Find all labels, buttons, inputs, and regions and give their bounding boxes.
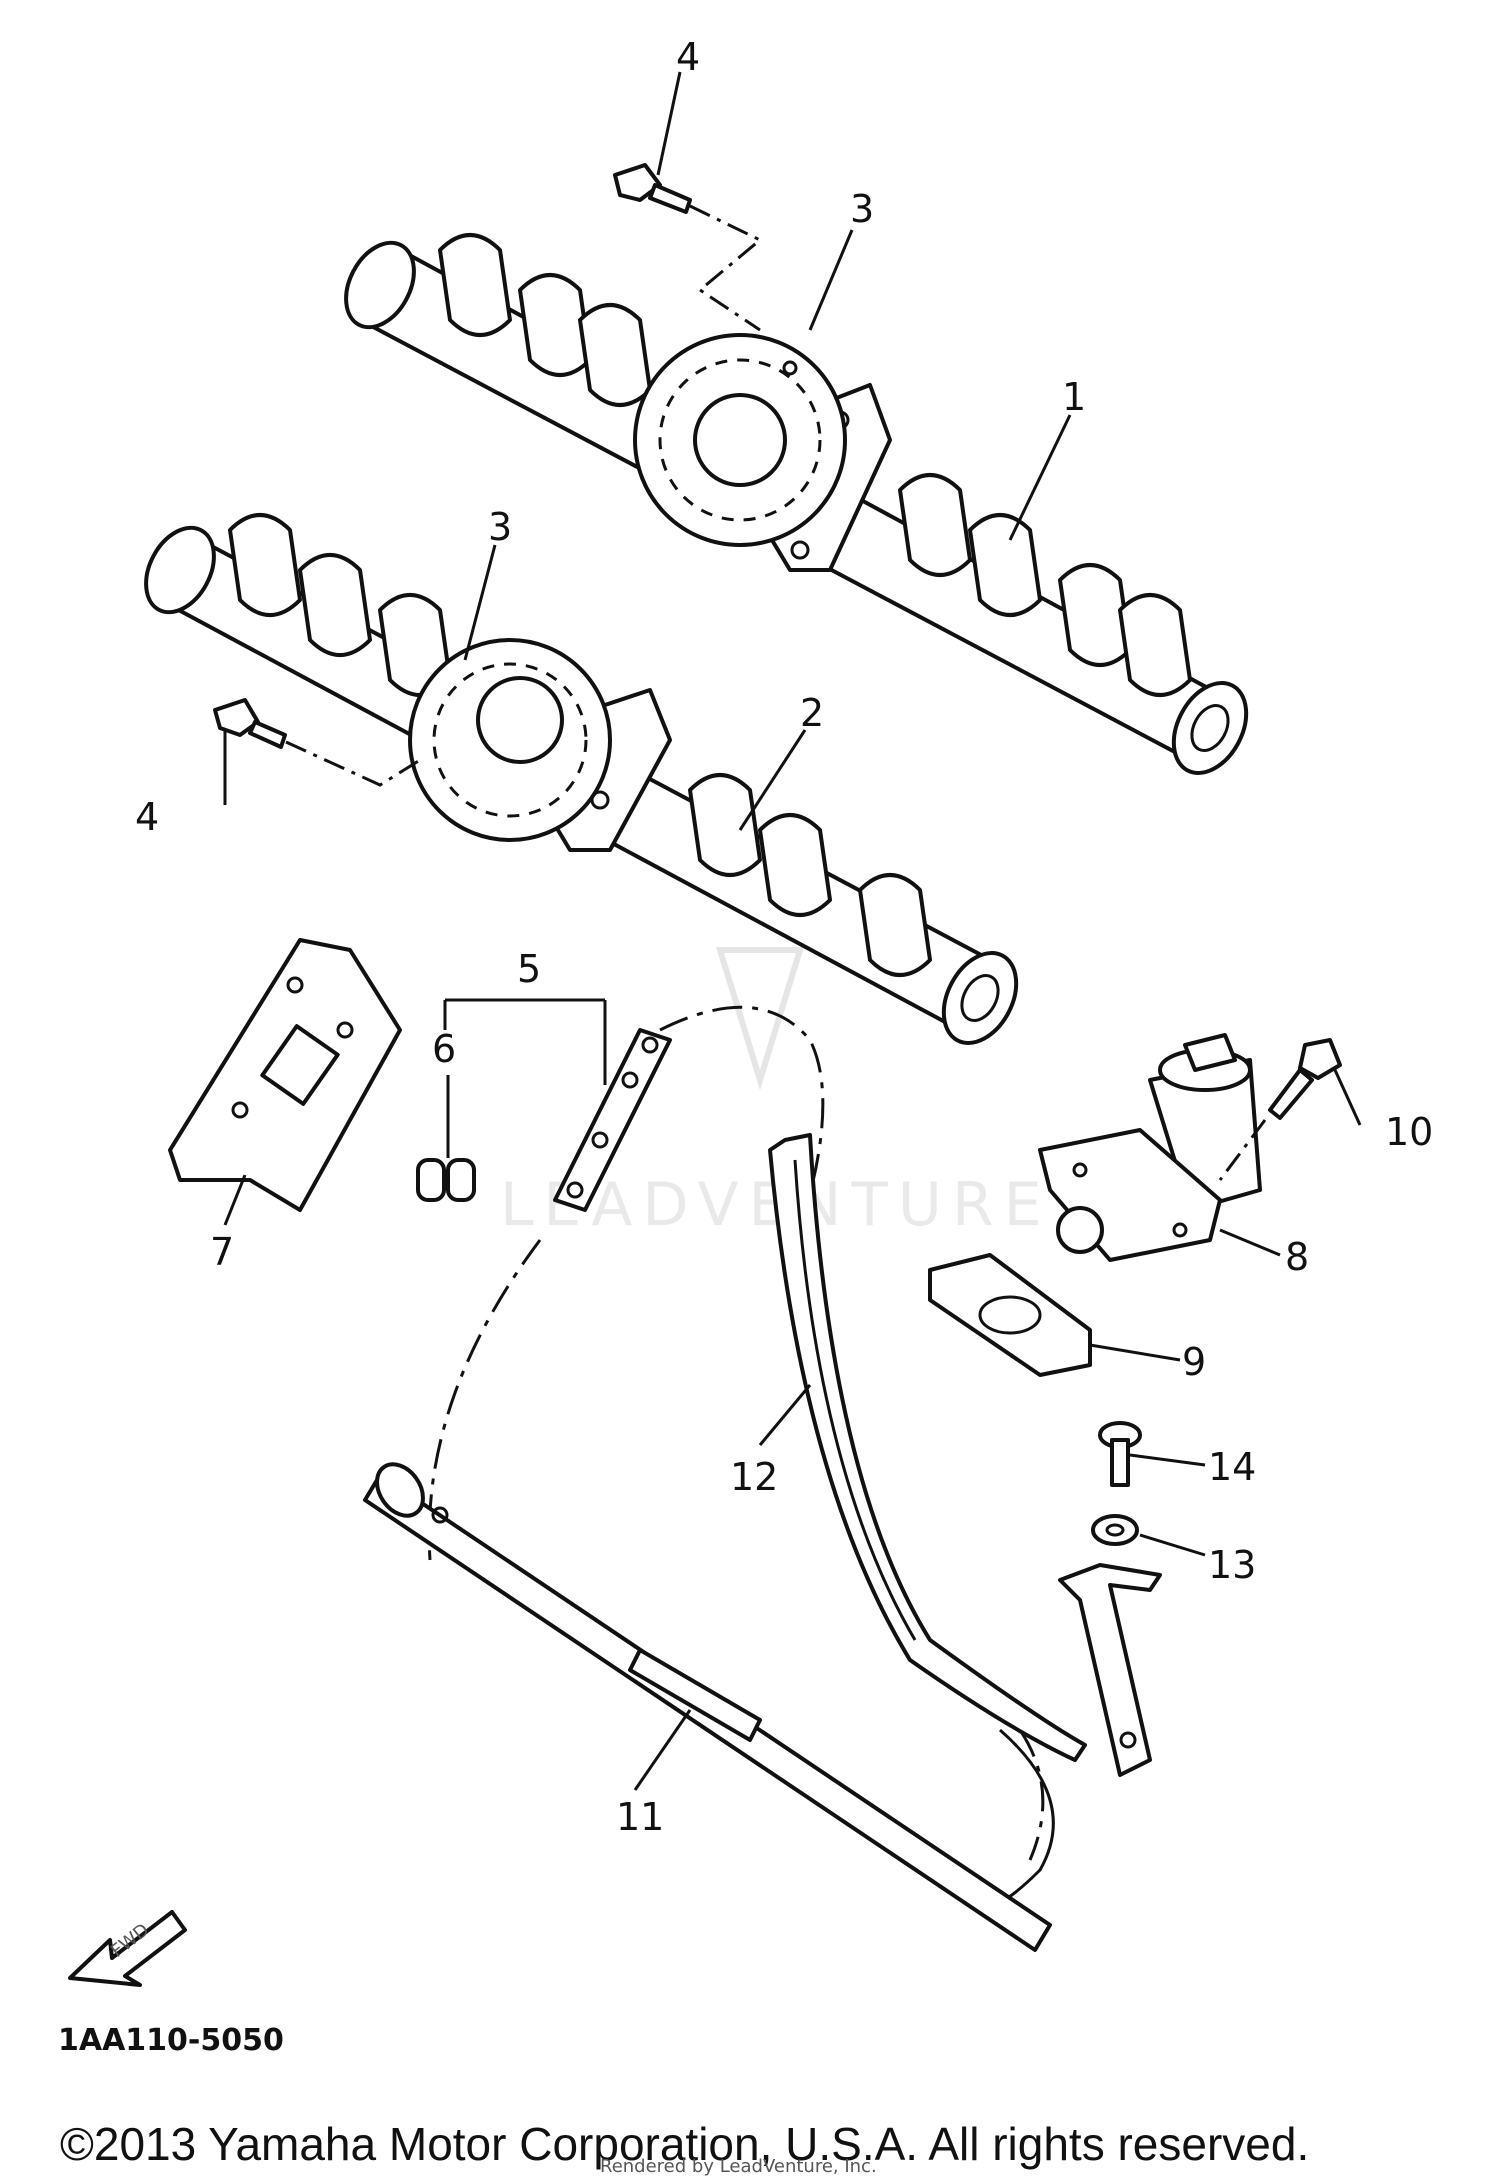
callout-8: 8 bbox=[1285, 1235, 1309, 1279]
callout-5: 5 bbox=[517, 947, 541, 991]
fwd-arrow-icon: FWD bbox=[68, 1910, 187, 1987]
bolt-10-guide bbox=[1218, 1119, 1267, 1181]
cam-sprocket-lower[interactable] bbox=[408, 638, 612, 842]
chain-guide-11-rail[interactable] bbox=[363, 1456, 1052, 1952]
callout-4-upper: 4 bbox=[676, 35, 700, 79]
tensioner-gasket-9[interactable] bbox=[928, 1253, 1092, 1377]
bolt-lower-guide bbox=[285, 740, 421, 787]
chain-guide-bracket-7[interactable] bbox=[168, 938, 402, 1212]
callout-11: 11 bbox=[616, 1795, 664, 1839]
callout-13: 13 bbox=[1208, 1543, 1256, 1587]
bolt-upper-guide bbox=[689, 204, 763, 332]
chain-guide-12[interactable] bbox=[768, 1133, 1087, 1762]
callout-2: 2 bbox=[800, 691, 824, 735]
guide-bracket[interactable] bbox=[1058, 1563, 1162, 1777]
callout-labels: 4 3 1 3 2 4 5 6 7 8 9 10 11 12 13 14 bbox=[135, 35, 1433, 1839]
master-link-pins-6[interactable] bbox=[416, 1158, 476, 1202]
callout-7: 7 bbox=[210, 1230, 234, 1274]
footer-overlay-text: Rendered by LeadVenture, Inc. bbox=[600, 2156, 877, 2177]
callout-9: 9 bbox=[1182, 1340, 1206, 1384]
leader-lines bbox=[223, 71, 1362, 1791]
callout-3-lower: 3 bbox=[488, 505, 512, 549]
cam-sprocket-upper[interactable] bbox=[633, 333, 847, 547]
sprocket-bolt-lower[interactable] bbox=[213, 698, 287, 749]
drawing-code: 1AA110-5050 bbox=[58, 2023, 284, 2058]
callout-12: 12 bbox=[730, 1455, 778, 1499]
callout-1: 1 bbox=[1062, 375, 1086, 419]
chain-tensioner-8[interactable] bbox=[1038, 1033, 1262, 1262]
callout-4-lower: 4 bbox=[135, 795, 159, 839]
washer-13[interactable] bbox=[1091, 1514, 1139, 1546]
tensioner-bolt-10[interactable] bbox=[1268, 1038, 1342, 1120]
callout-6: 6 bbox=[432, 1027, 456, 1071]
master-link-5[interactable] bbox=[553, 1028, 672, 1212]
callout-3-upper: 3 bbox=[850, 187, 874, 231]
guide-bolt-14[interactable] bbox=[1098, 1421, 1142, 1487]
sprocket-bolt-upper[interactable] bbox=[613, 163, 692, 214]
callout-14: 14 bbox=[1208, 1445, 1256, 1489]
copyright-text: ©2013 Yamaha Motor Corporation, U.S.A. A… bbox=[60, 2118, 1309, 2170]
callout-10: 10 bbox=[1385, 1110, 1433, 1154]
